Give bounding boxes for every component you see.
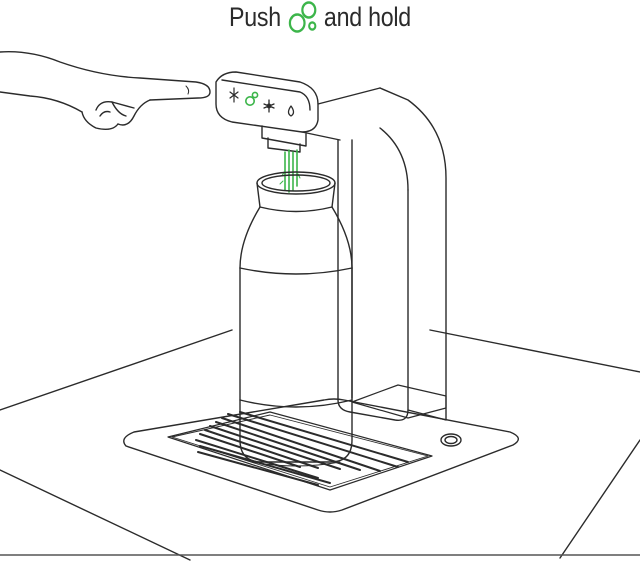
snowflake-icon[interactable] <box>229 87 239 103</box>
tap-base <box>351 384 447 419</box>
tap-head <box>215 71 381 153</box>
control-panel <box>229 87 295 117</box>
sparkling-bubbles-icon[interactable] <box>245 91 259 107</box>
tap-column <box>337 87 447 421</box>
instruction-text-before: Push <box>229 1 281 32</box>
water-stream <box>279 149 301 193</box>
water-bottle <box>239 171 353 467</box>
instruction-text-after: and hold <box>323 1 411 32</box>
instruction-caption: Push and hold <box>45 0 595 34</box>
drip-tray <box>123 398 519 513</box>
snowflake-icon[interactable] <box>263 99 275 113</box>
pressing-hand <box>0 51 211 131</box>
water-drop-icon[interactable] <box>287 105 295 117</box>
countertop <box>0 329 640 561</box>
sparkling-bubbles-icon <box>288 1 317 33</box>
